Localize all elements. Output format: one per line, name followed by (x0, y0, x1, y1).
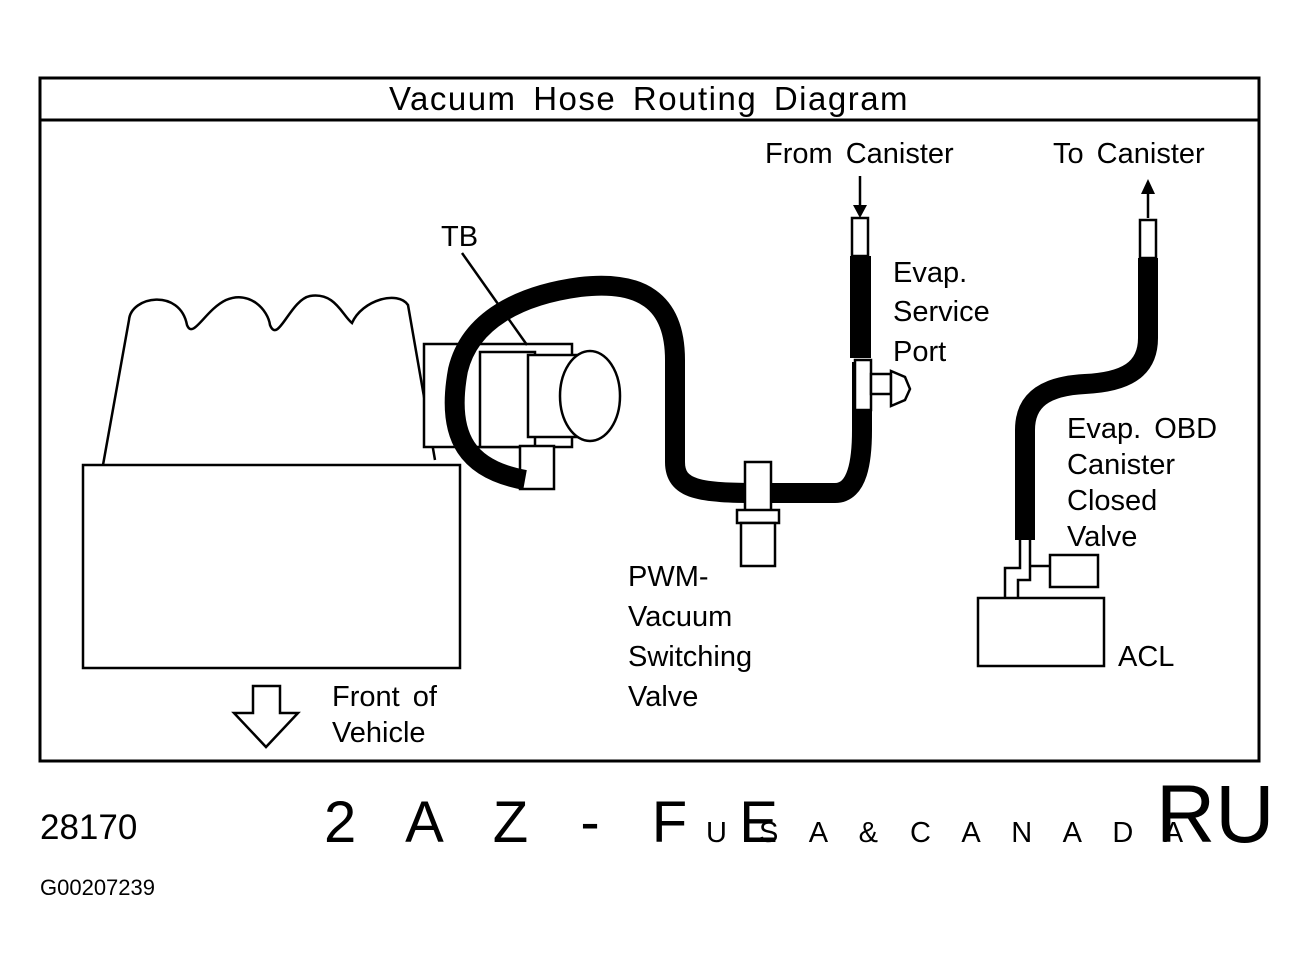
evap-service-port (853, 358, 912, 412)
label-evap-service-port: Evap. Service Port (893, 257, 1003, 368)
footer-engine: 2 A Z - F E (324, 790, 796, 855)
label-evap-service-port-line: Port (893, 336, 946, 368)
throttle-body-bore (558, 349, 622, 443)
pwm-vsv-body (739, 521, 777, 568)
label-evap-obd-valve-line: Valve (1067, 521, 1137, 553)
label-front-of-vehicle-line: Front of (332, 681, 438, 713)
pwm-vsv-top (743, 460, 773, 514)
service-port-hose (850, 256, 871, 358)
label-evap-obd-valve: Evap. OBD Canister Closed Valve (1067, 413, 1230, 553)
service-port-tee (853, 358, 873, 412)
engine-lower-block (81, 463, 462, 670)
label-tb: TB (441, 221, 478, 253)
label-front-of-vehicle-line: Vehicle (332, 717, 426, 749)
label-evap-obd-valve-line: Evap. OBD (1067, 413, 1217, 445)
footer-ref: G00207239 (40, 875, 155, 900)
diagram-frame (38, 76, 1261, 763)
obd-valve-body (1048, 553, 1100, 589)
pwm-vsv (735, 460, 781, 568)
label-from-canister: From Canister (765, 138, 954, 170)
label-to-canister: To Canister (1053, 138, 1205, 170)
pwm-vsv-collar (735, 508, 781, 525)
label-evap-service-port-line: Service (893, 296, 990, 328)
label-pwm-vsv: PWM- Vacuum Switching Valve (628, 561, 765, 713)
obd-valve-assembly (976, 540, 1106, 668)
footer-code: 28170 (40, 808, 137, 847)
from-canister-arrow-icon (853, 205, 867, 218)
to-canister-arrow-icon (1141, 179, 1155, 194)
tb-leader-line (460, 252, 529, 346)
footer-region: U S A & C A N A D A (706, 817, 1195, 849)
label-pwm-vsv-line: Switching (628, 641, 752, 673)
front-arrow-icon (231, 684, 301, 749)
label-front-of-vehicle: Front of Vehicle (332, 681, 450, 749)
service-port-cap (889, 369, 912, 408)
label-evap-obd-valve-line: Closed (1067, 485, 1157, 517)
vacuum-hose-to-canister (1015, 258, 1158, 540)
label-pwm-vsv-line: Vacuum (628, 601, 732, 633)
canister-inlet-tube (850, 216, 870, 258)
service-port-stem (869, 372, 893, 396)
diagram-title: Vacuum Hose Routing Diagram (389, 80, 909, 117)
label-evap-service-port-line: Evap. (893, 257, 967, 289)
acl-box (976, 596, 1106, 668)
label-evap-obd-valve-line: Canister (1067, 449, 1175, 481)
label-acl: ACL (1118, 641, 1174, 673)
footer-badge: RU (1156, 769, 1274, 860)
engine-block (81, 294, 462, 670)
canister-outlet-tube (1138, 218, 1158, 260)
throttle-body-port (518, 444, 556, 491)
label-pwm-vsv-line: PWM- (628, 561, 709, 593)
engine-cover-outline (101, 294, 437, 466)
label-pwm-vsv-line: Valve (628, 681, 698, 713)
vacuum-hose-main (444, 275, 872, 503)
obd-valve-pipe (1003, 540, 1050, 598)
